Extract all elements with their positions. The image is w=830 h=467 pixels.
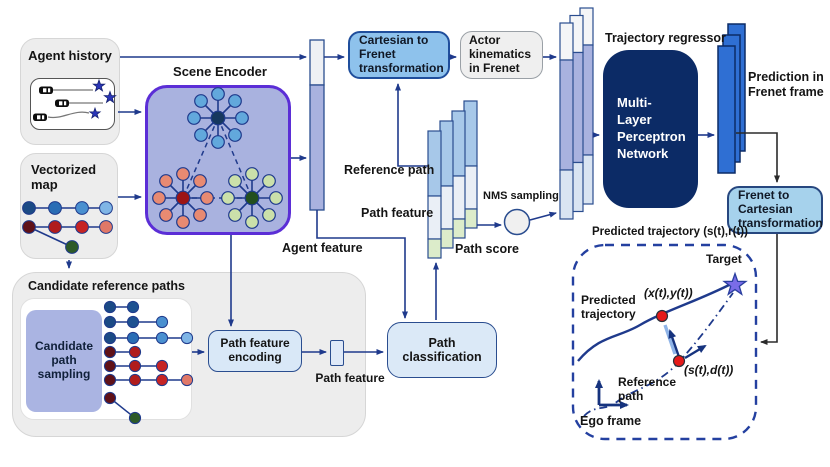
inset-predicted-trajectory-label: Predicted trajectory [581, 293, 636, 321]
path-feature-mini-bar [330, 340, 344, 366]
agent-history-label: Agent history [28, 48, 112, 63]
vectorized-map-label: Vectorized map [31, 162, 97, 193]
inset-reference-path-label: Reference path [618, 375, 677, 403]
predicted-trajectory-st-label: Predicted trajectory (s(t),r(t)) [592, 226, 748, 238]
candidate-paths-illustration [103, 300, 194, 425]
concat-feature-bars [559, 7, 594, 220]
map-node-cluster-red [151, 166, 215, 230]
path-feature-label: Path feature [361, 206, 434, 220]
predicted-trajectory-curve [577, 282, 732, 362]
scene-graph [151, 86, 284, 230]
mlp-label: Multi- Layer Perceptron Network [617, 95, 686, 161]
ego-frame-axes [595, 379, 629, 409]
sd-point [672, 354, 686, 368]
path-score-bars [427, 100, 478, 259]
frenet-to-cartesian-label: Frenet to Cartesian transformation [738, 188, 823, 230]
actor-kinematics-box: Actor kinematics in Frenet [460, 31, 543, 79]
goal-star-icon [89, 79, 117, 119]
agent-feature-bar [309, 39, 325, 211]
trajectory-regressor-label: Trajectory regressor [605, 31, 726, 45]
prediction-in-frenet-label: Prediction in Frenet frame [748, 70, 824, 99]
frenet-inset-illustration [571, 243, 758, 441]
nms-sampling-node [503, 208, 531, 236]
cartesian-to-frenet-label: Cartesian to Frenet transformation [359, 33, 444, 75]
frenet-to-cartesian-box: Frenet to Cartesian transformation [727, 186, 823, 234]
sd-coordinates-label: (s(t),d(t)) [684, 363, 734, 377]
agent-node-cluster [186, 86, 250, 150]
xy-point [655, 309, 669, 323]
agent-history-illustration [33, 79, 117, 121]
candidate-path-sampling-label: Candidate path sampling [34, 339, 93, 381]
path-classification-label: Path classification [402, 335, 482, 365]
path-feature-mini-label: Path feature [315, 371, 385, 385]
reference-path-label: Reference path [344, 163, 435, 177]
candidate-path-sampling-box: Candidate path sampling [26, 310, 102, 412]
prediction-bars [717, 23, 746, 174]
ego-frame-label: Ego frame [580, 414, 642, 428]
scene-encoder-label: Scene Encoder [173, 64, 267, 79]
output-connectors [736, 132, 780, 345]
target-star-icon [723, 272, 747, 296]
path-feature-encoding-label: Path feature encoding [220, 336, 290, 364]
candidate-reference-paths-label: Candidate reference paths [28, 279, 185, 293]
nms-sampling-label: NMS sampling [483, 190, 559, 202]
agent-feature-label: Agent feature [282, 241, 363, 255]
path-classification-box: Path classification [387, 322, 497, 378]
path-feature-encoding-box: Path feature encoding [208, 330, 302, 372]
cartesian-to-frenet-box: Cartesian to Frenet transformation [348, 31, 450, 79]
actor-kinematics-label: Actor kinematics in Frenet [469, 33, 532, 75]
connectors [66, 54, 715, 355]
xy-coordinates-label: (x(t),y(t)) [644, 286, 693, 300]
map-node-cluster-green [220, 166, 284, 230]
vectorized-map-illustration [22, 201, 113, 254]
car-icon [33, 86, 69, 121]
path-score-label: Path score [455, 242, 519, 256]
target-label: Target [706, 252, 742, 266]
reference-path-curve [583, 292, 734, 417]
mlp-box: Multi- Layer Perceptron Network [603, 50, 698, 208]
